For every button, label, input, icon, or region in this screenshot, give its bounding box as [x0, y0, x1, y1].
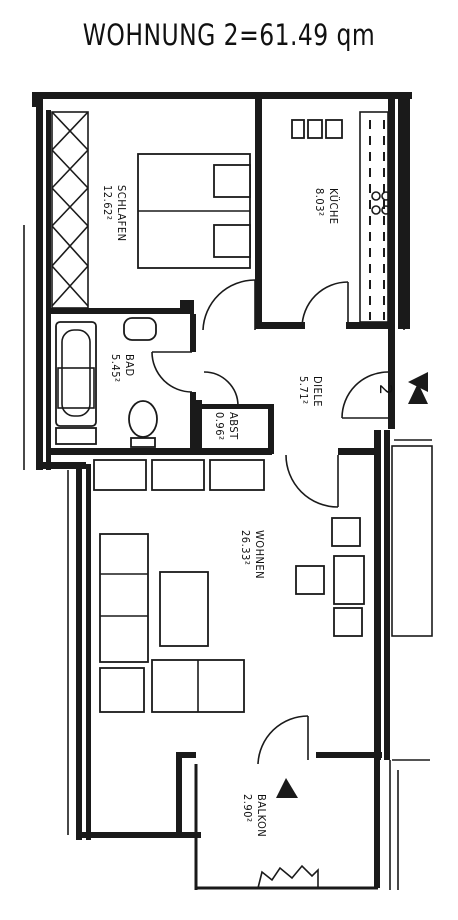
room-name-kueche: KÜCHE [327, 188, 340, 225]
entrance-arrow-icon [408, 372, 428, 392]
room-name-abst: ABST [227, 412, 240, 440]
room-area-schlafen: 12.62² [101, 185, 114, 220]
entrance-number: 2 [375, 384, 395, 395]
room-area-diele: 5.71² [297, 376, 310, 405]
room-area-balkon: 2.90² [241, 794, 254, 823]
room-name-bad: BAD [123, 354, 136, 377]
room-area-wohnen: 26.33² [239, 530, 252, 565]
room-area-kueche: 8.03² [313, 188, 326, 217]
balcony-railing [257, 864, 319, 889]
room-area-bad: 5.45² [109, 354, 122, 383]
balcony-marker-icon [276, 778, 298, 798]
furniture [55, 111, 391, 713]
room-name-diele: DIELE [311, 376, 324, 407]
room-area-abst: 0.96² [213, 412, 226, 441]
room-labels: SCHLAFEN 12.62² KÜCHE 8.03² BAD 5.45² AB… [101, 185, 340, 837]
entrance-marker-icon [408, 383, 428, 404]
room-name-wohnen: WOHNEN [253, 530, 266, 579]
room-name-schlafen: SCHLAFEN [115, 185, 128, 242]
walls [23, 92, 433, 890]
door-swings [151, 279, 389, 765]
room-name-balkon: BALKON [255, 794, 268, 837]
plan-title: WOHNUNG 2=61.49 qm [82, 18, 376, 52]
